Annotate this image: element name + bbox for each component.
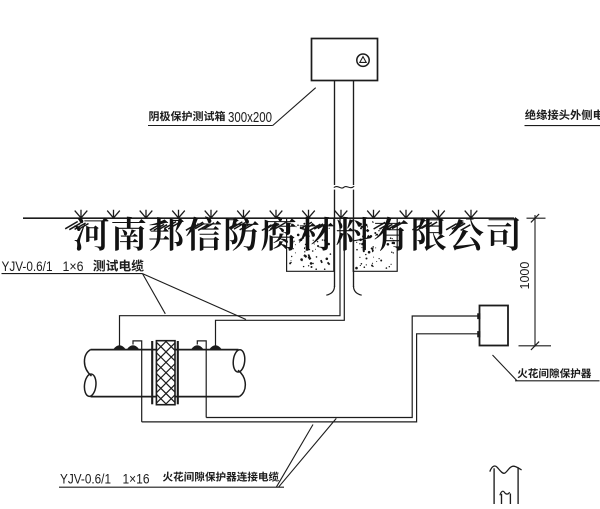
svg-text:1×16: 1×16	[123, 472, 150, 487]
svg-text:YJV-0.6/1: YJV-0.6/1	[2, 259, 53, 274]
svg-text:300x200: 300x200	[228, 109, 272, 126]
svg-text:1×6: 1×6	[63, 259, 84, 274]
svg-text:1000: 1000	[518, 262, 532, 290]
svg-text:YJV-0.6/1: YJV-0.6/1	[60, 472, 111, 487]
